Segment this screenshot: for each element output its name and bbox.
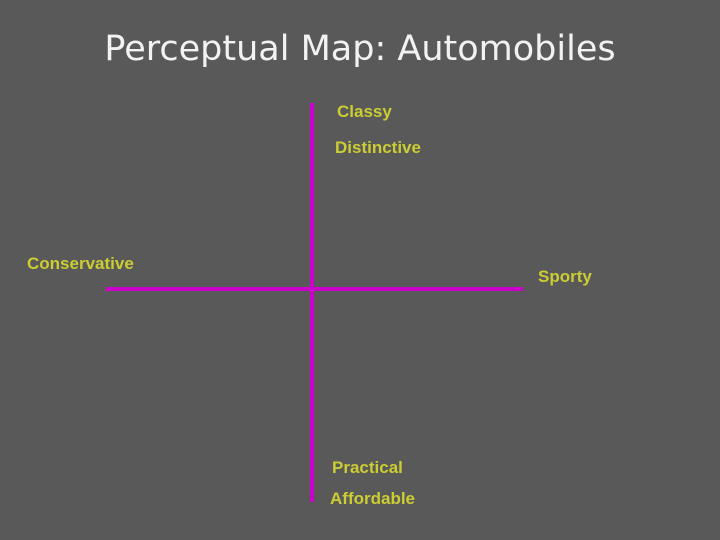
axis-label-classy: Classy (337, 102, 392, 121)
axis-label-distinctive: Distinctive (335, 138, 421, 157)
page-title: Perceptual Map: Automobiles (104, 29, 616, 69)
horizontal-axis-line (106, 287, 523, 291)
axis-label-conservative: Conservative (27, 254, 134, 273)
axis-label-affordable: Affordable (330, 489, 415, 508)
axis-label-sporty: Sporty (538, 267, 592, 286)
axis-label-practical: Practical (332, 458, 403, 477)
vertical-axis-line (310, 103, 314, 502)
